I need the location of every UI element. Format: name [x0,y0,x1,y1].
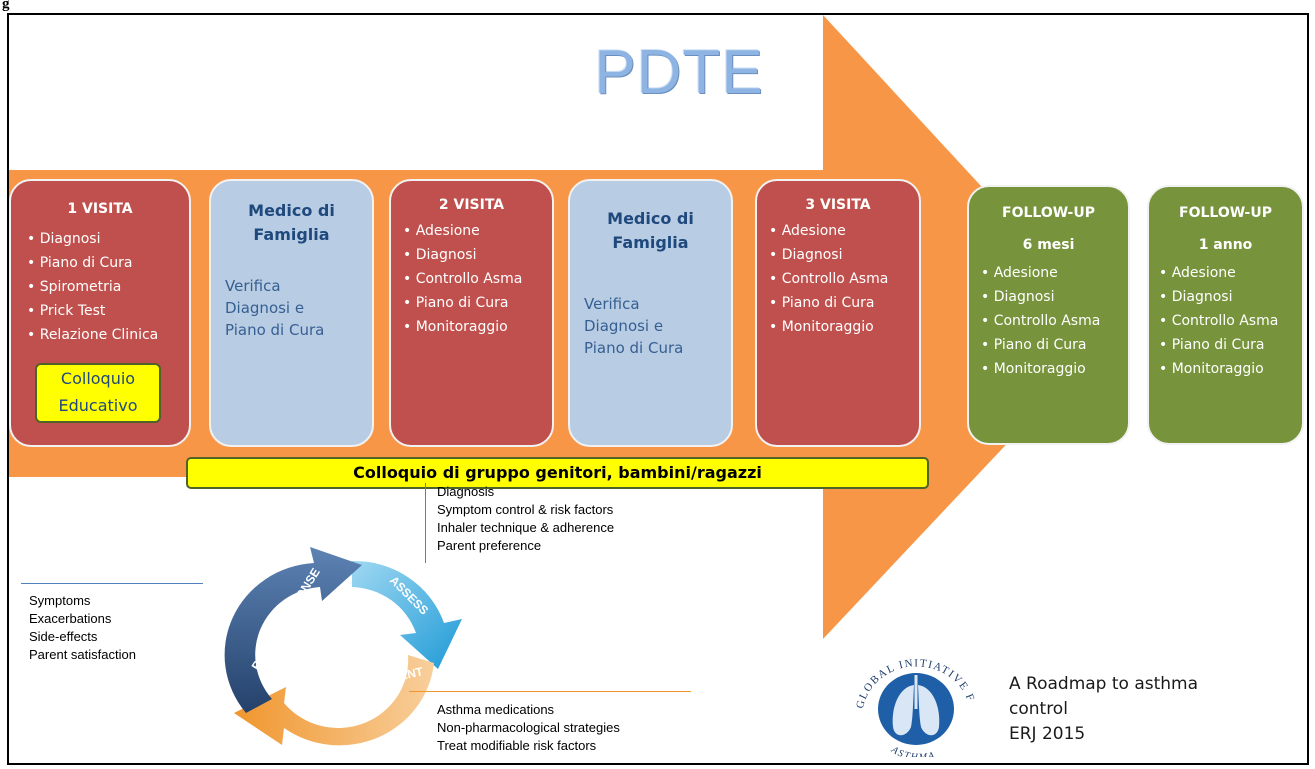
list-item: Adesione [403,219,552,243]
body-line: Diagnosi e [225,299,305,317]
text-line: Symptoms [29,593,91,608]
list-item: Diagnosi [981,285,1128,309]
list-item: Monitoraggio [769,315,919,339]
text-line: Diagnosis [437,484,495,499]
followup-6-months-card: FOLLOW-UP 6 mesi Adesione Diagnosi Contr… [967,185,1130,445]
assess-divider [425,483,426,563]
assess-text: Diagnosis Symptom control & risk factors… [437,483,614,555]
gina-bottom-text: ASTHMA [888,744,935,757]
list-item: Controllo Asma [981,309,1128,333]
visit-1-list: Diagnosi Piano di Cura Spirometria Prick… [27,227,189,347]
text-line: ERJ 2015 [1009,724,1086,744]
family-doctor-body: Verifica Diagnosi e Piano di Cura [584,293,731,359]
text-line: Inhaler technique & adherence [437,520,615,535]
list-item: Piano di Cura [27,251,189,275]
text-line: Parent preference [437,538,542,553]
visit-2-list: Adesione Diagnosi Controllo Asma Piano d… [403,219,552,339]
family-doctor-body: Verifica Diagnosi e Piano di Cura [225,275,372,341]
followup-title: FOLLOW-UP [1179,205,1272,221]
title-line: Famiglia [253,225,330,244]
review-divider [21,583,203,584]
title-line: Medico di [248,201,335,220]
followup-1-year-card: FOLLOW-UP 1 anno Adesione Diagnosi Contr… [1147,185,1304,445]
list-item: Relazione Clinica [27,323,189,347]
visit-3-title: 3 VISITA [805,197,871,213]
education-line: Colloquio [60,369,136,388]
followup-title: FOLLOW-UP [1002,205,1095,221]
title-line: Medico di [607,209,694,228]
text-line: Non-pharmacological strategies [437,720,620,735]
followup-6-list: Adesione Diagnosi Controllo Asma Piano d… [981,261,1128,381]
education-box: Colloquio Educativo [35,363,161,423]
list-item: Adesione [1159,261,1302,285]
roadmap-reference: A Roadmap to asthma control ERJ 2015 [1009,672,1198,747]
followup-subtitle: 1 anno [1198,237,1253,253]
review-text: Symptoms Exacerbations Side-effects Pare… [29,592,136,664]
list-item: Prick Test [27,299,189,323]
visit-3-card: 3 VISITA Adesione Diagnosi Controllo Asm… [755,179,921,447]
text-line: control [1009,699,1068,719]
followup-12-list: Adesione Diagnosi Controllo Asma Piano d… [1159,261,1302,381]
list-item: Diagnosi [27,227,189,251]
list-item: Controllo Asma [769,267,919,291]
list-item: Piano di Cura [403,291,552,315]
body-line: Verifica [225,277,281,295]
list-item: Controllo Asma [1159,309,1302,333]
asthma-cycle-diagram: ASSESS REVIEW RESPONSE ADJUST TREATMENT [224,547,462,746]
adjust-treatment-arrow [234,655,434,746]
list-item: Spirometria [27,275,189,299]
family-doctor-card-2: Medico di Famiglia Verifica Diagnosi e P… [568,179,733,447]
visit-2-title: 2 VISITA [438,197,505,213]
list-item: Piano di Cura [1159,333,1302,357]
text-line: Symptom control & risk factors [437,502,614,517]
text-line: Side-effects [29,629,98,644]
text-line: Asthma medications [437,702,555,717]
title-line: Famiglia [612,233,689,252]
list-item: Monitoraggio [403,315,552,339]
right-lung-icon [918,685,940,736]
list-item: Controllo Asma [403,267,552,291]
assess-arrow [352,560,462,669]
list-item: Piano di Cura [769,291,919,315]
list-item: Diagnosi [403,243,552,267]
family-doctor-title: Medico di Famiglia [211,199,372,247]
figure-label: g [2,0,10,12]
left-lung-icon [892,685,914,736]
visit-3-list: Adesione Diagnosi Controllo Asma Piano d… [769,219,919,339]
body-line: Verifica [584,295,640,313]
list-item: Diagnosi [1159,285,1302,309]
text-line: Exacerbations [29,611,112,626]
body-line: Diagnosi e [584,317,664,335]
adjust-text: Asthma medications Non-pharmacological s… [437,701,620,755]
text-line: A Roadmap to asthma [1009,674,1199,694]
slide-frame: PDTE 1 VISITA Diagnosi Piano di Cura Spi… [7,13,1309,765]
body-line: Piano di Cura [225,321,325,339]
text-line: Treat modifiable risk factors [437,738,597,753]
followup-subtitle: 6 mesi [1022,237,1075,253]
list-item: Diagnosi [769,243,919,267]
list-item: Monitoraggio [981,357,1128,381]
education-line: Educativo [58,396,138,415]
gina-logo: GLOBAL INITIATIVE FOR ASTHMA [841,647,975,757]
adjust-divider [409,691,691,692]
list-item: Adesione [769,219,919,243]
family-doctor-card-1: Medico di Famiglia Verifica Diagnosi e P… [209,179,374,447]
review-response-arrow [224,547,362,713]
list-item: Adesione [981,261,1128,285]
visit-2-card: 2 VISITA Adesione Diagnosi Controllo Asm… [389,179,554,447]
visit-1-title: 1 VISITA [67,201,133,217]
text-line: Parent satisfaction [29,647,136,662]
svg-text:ASTHMA: ASTHMA [888,744,937,757]
page-title: PDTE [594,38,764,107]
group-session-bar: Colloquio di gruppo genitori, bambini/ra… [186,457,929,489]
list-item: Piano di Cura [981,333,1128,357]
list-item: Monitoraggio [1159,357,1302,381]
body-line: Piano di Cura [584,339,684,357]
family-doctor-title: Medico di Famiglia [570,207,731,255]
